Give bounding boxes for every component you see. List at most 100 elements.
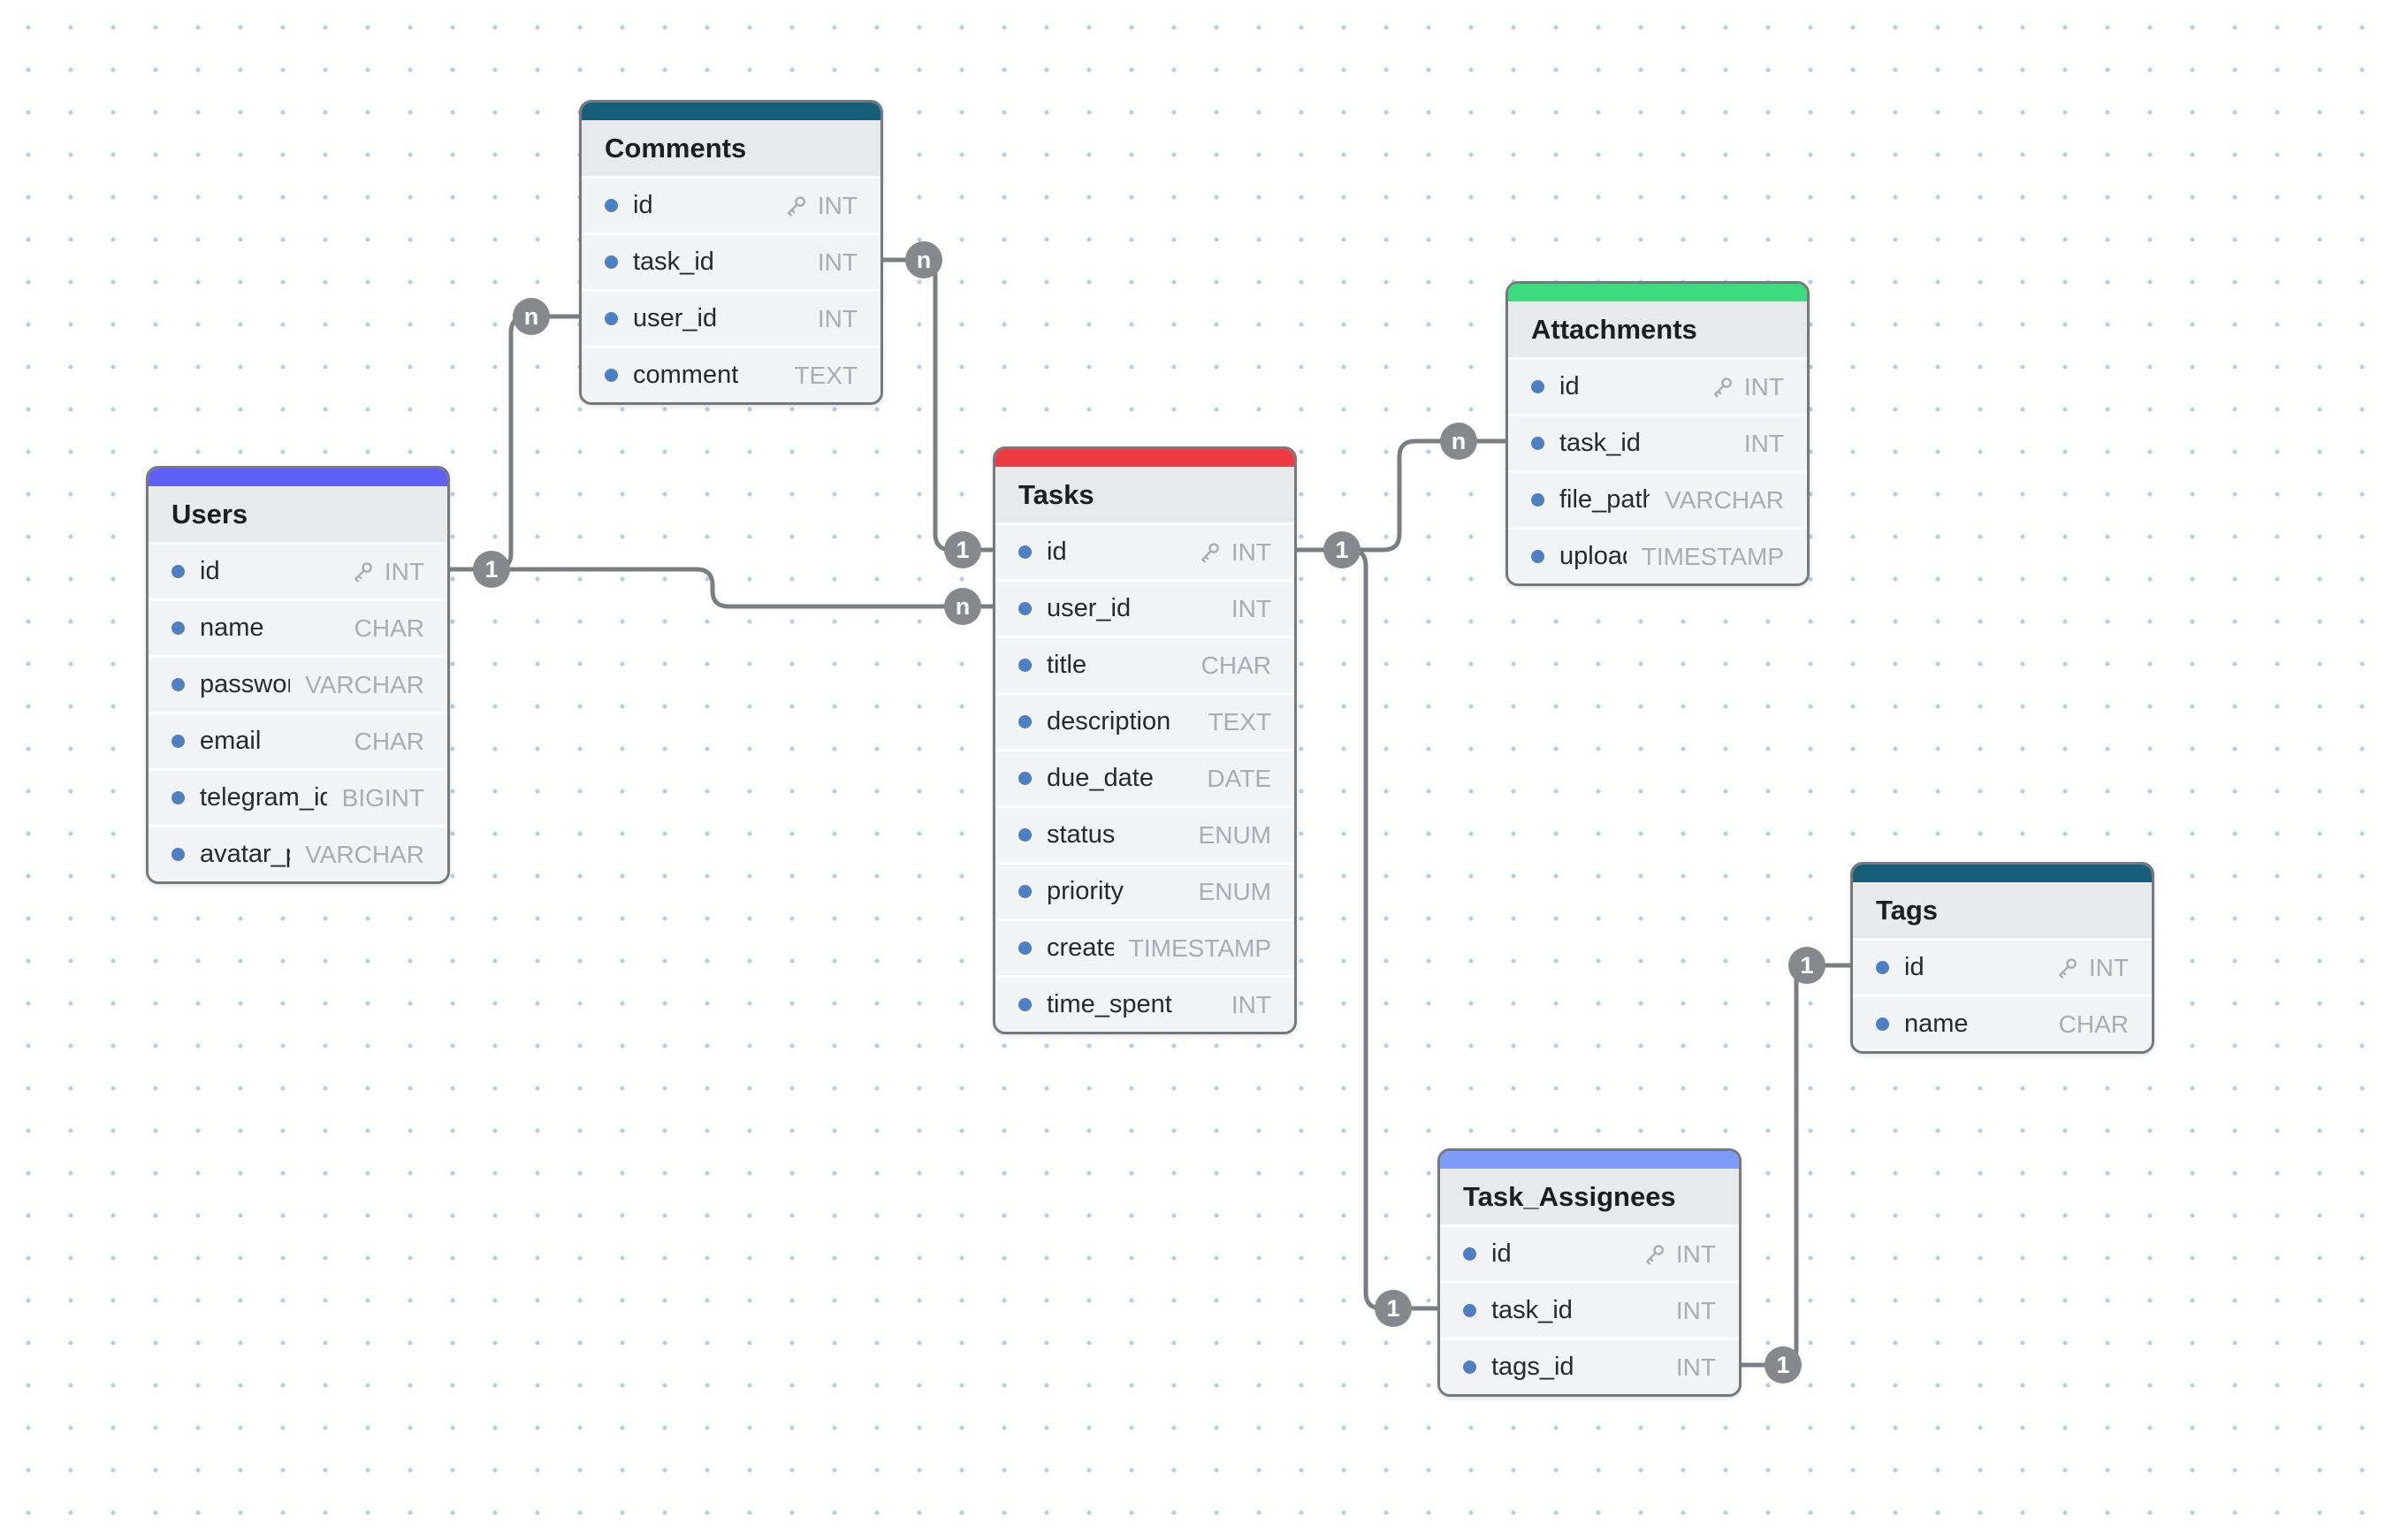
field-dot-icon <box>1463 1247 1476 1261</box>
field-type-label: CHAR <box>2058 1010 2129 1038</box>
field-name: task_id <box>633 248 714 276</box>
field-row-comment[interactable]: comment TEXT <box>582 348 880 402</box>
field-row-password[interactable]: password VARCHAR <box>149 658 447 714</box>
table-Comments[interactable]: Comments id INT task_id INT user_id INT … <box>579 100 883 405</box>
field-dot-icon <box>172 678 185 691</box>
field-row-created...[interactable]: created... TIMESTAMP <box>995 921 1294 978</box>
field-row-upload...[interactable]: upload... TIMESTAMP <box>1508 530 1807 583</box>
field-name: due_date <box>1047 764 1154 792</box>
field-name: task_id <box>1559 429 1641 457</box>
field-type-label: VARCHAR <box>305 840 424 868</box>
table-fields: id INT name CHAR password VARCHAR email … <box>149 545 447 881</box>
relationship-line-tasks_id-attachments_task_id[interactable] <box>1297 438 1505 553</box>
field-row-id[interactable]: id INT <box>1440 1227 1739 1284</box>
relationship-line-users_id-comments_user_id[interactable] <box>450 314 579 572</box>
table-fields: id INT task_id INT user_id INT comment T… <box>582 179 880 402</box>
field-dot-icon <box>1531 550 1544 563</box>
field-type-label: INT <box>1743 429 1784 457</box>
table-Task_Assignees[interactable]: Task_Assignees id INT task_id INT tags_i… <box>1437 1148 1742 1397</box>
field-row-name[interactable]: name CHAR <box>149 601 447 658</box>
field-type-label: VARCHAR <box>1665 485 1784 514</box>
field-row-id[interactable]: id INT <box>149 545 447 601</box>
cardinality-badge: 1 <box>1375 1290 1412 1327</box>
field-row-task_id[interactable]: task_id INT <box>582 235 880 292</box>
field-row-status[interactable]: status ENUM <box>995 808 1294 865</box>
field-row-avatar_pa...[interactable]: avatar_pa... VARCHAR <box>149 827 447 881</box>
field-dot-icon <box>1876 961 1889 974</box>
field-row-name[interactable]: name CHAR <box>1853 997 2152 1051</box>
field-dot-icon <box>1018 715 1032 728</box>
field-type-label: DATE <box>1207 764 1271 792</box>
field-row-id[interactable]: id INT <box>582 179 880 235</box>
field-row-user_id[interactable]: user_id INT <box>582 292 880 348</box>
field-row-task_id[interactable]: task_id INT <box>1508 416 1807 473</box>
field-row-priority[interactable]: priority ENUM <box>995 865 1294 921</box>
field-name: priority <box>1047 877 1124 905</box>
field-dot-icon <box>1463 1361 1476 1374</box>
field-dot-icon <box>1018 828 1032 842</box>
field-name: user_id <box>1047 594 1132 622</box>
field-row-user_id[interactable]: user_id INT <box>995 582 1294 638</box>
table-accent-strip <box>582 103 880 120</box>
field-type-label: TIMESTAMP <box>1128 934 1271 962</box>
relationship-line-tasks_id-task_assignees_task_id[interactable] <box>1297 547 1437 1311</box>
field-type-label: TEXT <box>1208 707 1271 736</box>
field-dot-icon <box>1463 1304 1476 1317</box>
table-Users[interactable]: Users id INT name CHAR password VARCHAR … <box>146 466 450 884</box>
cardinality-badge: 1 <box>473 551 510 588</box>
field-dot-icon <box>1531 493 1544 507</box>
field-row-telegram_id[interactable]: telegram_id BIGINT <box>149 771 447 827</box>
field-row-id[interactable]: id INT <box>1508 360 1807 416</box>
field-name: time_spent <box>1047 990 1172 1018</box>
field-name: id <box>1491 1239 1512 1268</box>
field-name: id <box>1559 372 1580 400</box>
table-accent-strip <box>1508 284 1807 301</box>
field-dot-icon <box>605 369 618 382</box>
relationship-line-tags_id-task_assignees_tags_id[interactable] <box>1742 963 1850 1368</box>
relationship-line-users_id-tasks_user_id[interactable] <box>450 567 993 609</box>
table-name: Tasks <box>995 467 1294 525</box>
field-row-tags_id[interactable]: tags_id INT <box>1440 1340 1739 1394</box>
key-icon <box>354 561 372 582</box>
field-row-id[interactable]: id INT <box>995 525 1294 582</box>
field-row-file_path[interactable]: file_path VARCHAR <box>1508 473 1807 530</box>
field-type-label: INT <box>817 304 858 332</box>
field-row-time_spent[interactable]: time_spent INT <box>995 978 1294 1032</box>
cardinality-badge: 1 <box>944 531 981 568</box>
table-accent-strip <box>995 449 1294 467</box>
cardinality-badge: n <box>905 241 942 278</box>
field-dot-icon <box>605 255 618 269</box>
key-icon <box>1713 377 1732 397</box>
cardinality-label: 1 <box>956 537 969 563</box>
field-row-description[interactable]: description TEXT <box>995 695 1294 751</box>
table-fields: id INT task_id INT file_path VARCHAR upl… <box>1508 360 1807 583</box>
table-name: Tags <box>1853 882 2152 941</box>
field-dot-icon <box>1531 380 1544 393</box>
table-name: Comments <box>582 120 880 179</box>
field-dot-icon <box>1876 1018 1889 1031</box>
field-type-label: TIMESTAMP <box>1641 542 1784 570</box>
field-type-label: INT <box>1231 990 1271 1018</box>
field-type-label: INT <box>1675 1353 1716 1381</box>
field-type-label: INT <box>1231 537 1271 566</box>
cardinality-label: 1 <box>1800 952 1813 979</box>
relationship-line-comments_task_id-tasks_id[interactable] <box>883 257 993 553</box>
field-name: avatar_pa... <box>200 840 290 868</box>
field-row-id[interactable]: id INT <box>1853 941 2152 997</box>
table-Attachments[interactable]: Attachments id INT task_id INT file_path… <box>1505 281 1810 586</box>
key-icon <box>2058 957 2077 978</box>
field-row-title[interactable]: title CHAR <box>995 638 1294 695</box>
table-name: Users <box>149 486 447 545</box>
field-dot-icon <box>605 199 618 212</box>
field-name: telegram_id <box>200 783 327 812</box>
field-name: id <box>1904 953 1925 981</box>
field-name: password <box>200 670 290 698</box>
field-name: user_id <box>633 304 718 332</box>
cardinality-label: 1 <box>1335 537 1348 563</box>
table-Tasks[interactable]: Tasks id INT user_id INT title CHAR desc… <box>993 446 1297 1034</box>
table-Tags[interactable]: Tags id INT name CHAR <box>1850 862 2154 1054</box>
field-row-email[interactable]: email CHAR <box>149 714 447 771</box>
field-row-due_date[interactable]: due_date DATE <box>995 751 1294 808</box>
field-row-task_id[interactable]: task_id INT <box>1440 1284 1739 1340</box>
